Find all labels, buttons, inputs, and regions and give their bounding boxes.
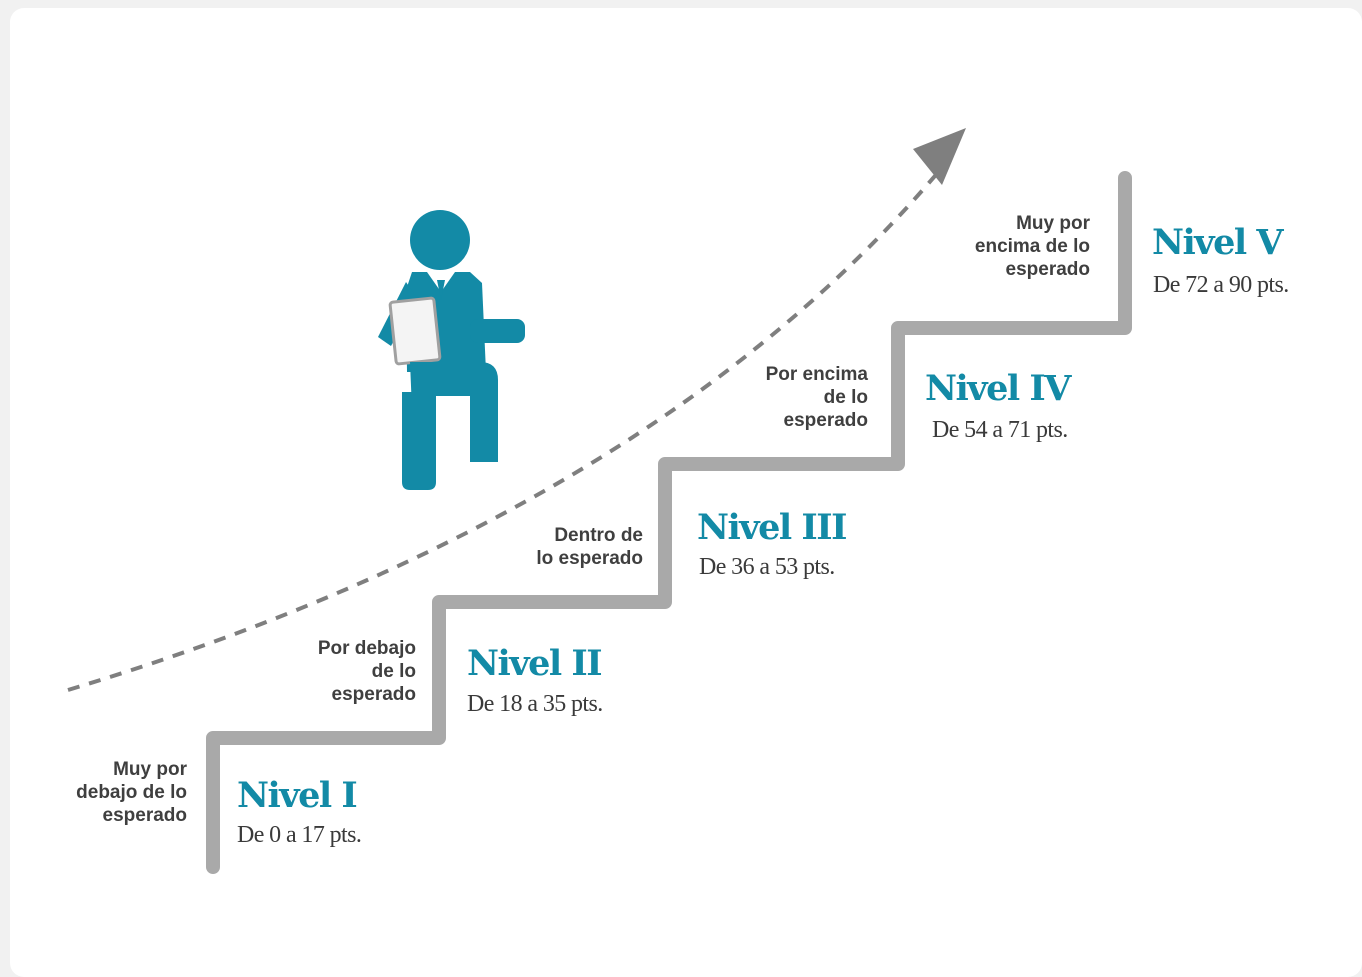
level-3-range: De 36 a 53 pts. bbox=[699, 554, 835, 580]
clipboard bbox=[388, 296, 442, 366]
level-3-description: Dentro de lo esperado bbox=[536, 525, 643, 569]
level-2-description: Por debajo de lo esperado bbox=[317, 638, 416, 705]
level-2-title: Nivel II bbox=[467, 643, 603, 684]
person-arm-right bbox=[470, 319, 525, 343]
level-1-title: Nivel I bbox=[237, 775, 358, 816]
staircase bbox=[206, 171, 1132, 874]
person-leg-raised bbox=[410, 362, 498, 462]
level-4-title: Nivel IV bbox=[925, 368, 1071, 409]
dashed-progress-arrow-icon bbox=[67, 128, 966, 692]
level-5-description: Muy por encima de lo esperado bbox=[974, 213, 1090, 280]
person-leg-standing bbox=[402, 392, 436, 490]
progress-arrow-head bbox=[913, 128, 966, 185]
level-5-title: Nivel V bbox=[1152, 222, 1284, 263]
level-1-description: Muy por debajo de lo esperado bbox=[76, 759, 187, 826]
level-2-range: De 18 a 35 pts. bbox=[467, 691, 603, 717]
progress-arrow-line bbox=[67, 168, 942, 692]
level-1-range: De 0 a 17 pts. bbox=[237, 822, 362, 848]
person-head bbox=[410, 210, 470, 270]
level-3-title: Nivel III bbox=[697, 507, 848, 548]
level-5-range: De 72 a 90 pts. bbox=[1153, 272, 1289, 298]
person-tie bbox=[437, 280, 445, 300]
diagram-card bbox=[10, 8, 1362, 977]
person-with-clipboard-climbing-icon bbox=[378, 210, 525, 490]
level-4-description: Por encima de lo esperado bbox=[765, 364, 868, 431]
level-4-range: De 54 a 71 pts. bbox=[932, 417, 1068, 443]
